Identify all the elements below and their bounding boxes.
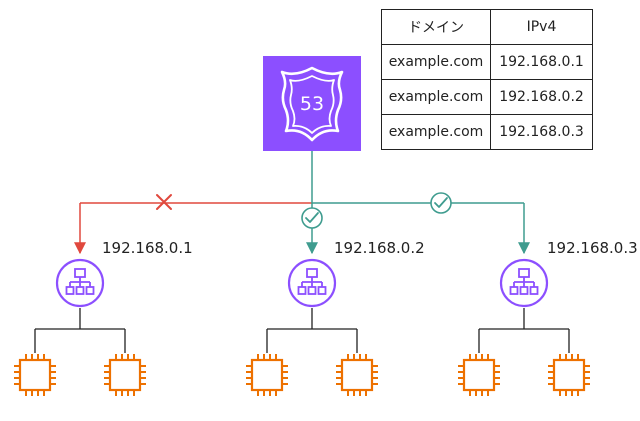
checkmark-circle-icon xyxy=(430,192,452,214)
table-header-domain: ドメイン xyxy=(381,9,491,45)
checkmark-circle-icon xyxy=(301,207,323,229)
instance-connector xyxy=(34,308,126,353)
dns-record-table: ドメイン IPv4 example.com 192.168.0.1 exampl… xyxy=(381,9,593,150)
load-balancer-icon xyxy=(287,258,337,308)
ec2-instance-icon xyxy=(458,354,500,396)
route53-shield-icon xyxy=(280,66,344,142)
table-cell-ip: 192.168.0.3 xyxy=(490,114,593,150)
x-mark-icon xyxy=(156,194,172,210)
target-group xyxy=(458,258,590,396)
routing-lines xyxy=(74,151,530,255)
instance-connector xyxy=(266,308,358,353)
table-cell-domain: example.com xyxy=(381,79,491,115)
target-ip-label: 192.168.0.2 xyxy=(334,239,425,257)
table-cell-domain: example.com xyxy=(381,44,491,80)
target-group xyxy=(14,258,146,396)
table-row: example.com 192.168.0.1 xyxy=(381,44,593,80)
table-cell-ip: 192.168.0.2 xyxy=(490,79,593,115)
table-row: example.com 192.168.0.3 xyxy=(381,114,593,150)
instance-connector xyxy=(478,308,570,353)
route53-icon-background xyxy=(263,56,361,151)
target-ip-label: 192.168.0.3 xyxy=(547,239,638,257)
table-cell-domain: example.com xyxy=(381,114,491,150)
table-header-ipv4: IPv4 xyxy=(490,9,593,45)
route53-badge-text: 53 xyxy=(300,93,324,115)
targets-layer xyxy=(14,258,590,396)
target-ip-label: 192.168.0.1 xyxy=(102,239,193,257)
ec2-instance-icon xyxy=(246,354,288,396)
load-balancer-icon xyxy=(55,258,105,308)
target-group xyxy=(246,258,378,396)
ec2-instance-icon xyxy=(336,354,378,396)
ec2-instance-icon xyxy=(548,354,590,396)
load-balancer-icon xyxy=(499,258,549,308)
route53-node: 53 xyxy=(263,56,361,151)
ec2-instance-icon xyxy=(104,354,146,396)
table-header-row: ドメイン IPv4 xyxy=(381,9,593,45)
table-cell-ip: 192.168.0.1 xyxy=(490,44,593,80)
ec2-instance-icon xyxy=(14,354,56,396)
table-row: example.com 192.168.0.2 xyxy=(381,79,593,115)
